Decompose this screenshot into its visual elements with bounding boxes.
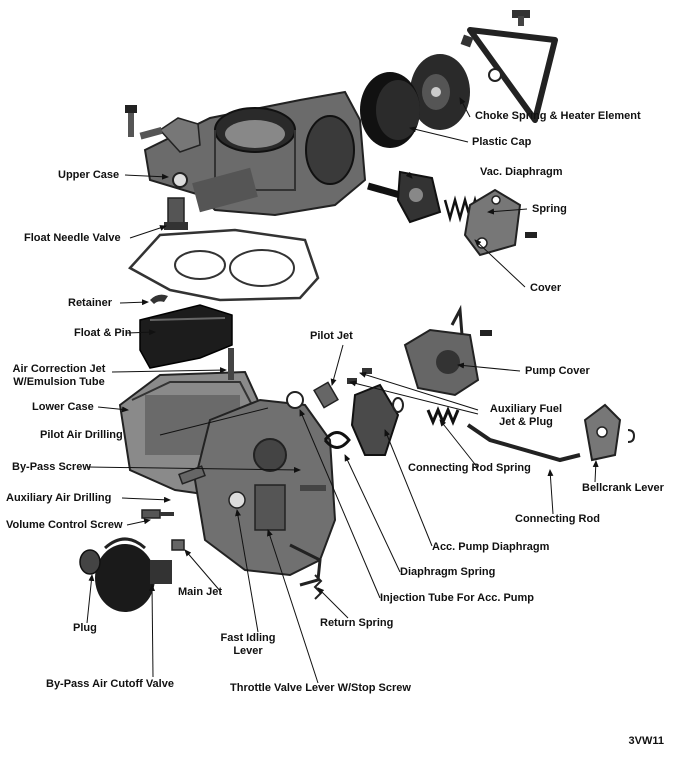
label-bellcrank-lever: Bellcrank Lever [582, 482, 664, 494]
label-air-correction-jet: Air Correction Jet W/Emulsion Tube [6, 363, 112, 389]
label-throttle-valve-lever: Throttle Valve Lever W/Stop Screw [230, 682, 411, 694]
pump-cover [403, 304, 480, 397]
cover-screw [525, 232, 537, 238]
label-fast-idling-lever: Fast Idling Lever [213, 632, 283, 658]
label-return-spring: Return Spring [320, 617, 394, 629]
pilot-jet [313, 381, 339, 409]
connecting-rod-spring [426, 406, 460, 426]
choke-spring-heater [410, 54, 470, 130]
label-vac-diaphragm: Vac. Diaphragm [480, 166, 563, 178]
label-bypass-screw: By-Pass Screw [12, 461, 91, 473]
main-jet [171, 539, 185, 551]
return-spring-coil [313, 574, 323, 600]
float-needle-valve [164, 197, 188, 230]
label-acc-pump-diaphragm: Acc. Pump Diaphragm [432, 541, 550, 553]
upper-case-screw [125, 105, 137, 137]
bypass-screw [178, 465, 206, 485]
small-nut [460, 34, 474, 48]
connecting-rod [466, 423, 581, 463]
label-plastic-cap: Plastic Cap [472, 136, 532, 148]
label-lower-case: Lower Case [32, 401, 94, 413]
float [139, 304, 233, 369]
bypass-air-cutoff-valve [95, 537, 172, 612]
plug [79, 549, 101, 575]
label-spring: Spring [532, 203, 567, 215]
label-plug: Plug [73, 622, 97, 634]
upper-case-stud [139, 126, 163, 140]
label-retainer: Retainer [68, 297, 113, 309]
label-choke-spring: Choke Spring & Heater Element [475, 110, 641, 122]
label-bypass-air-cutoff-valve: By-Pass Air Cutoff Valve [46, 678, 174, 690]
pump-cover-screw [480, 330, 492, 336]
label-fast-idling-line1: Fast Idling [220, 632, 276, 644]
label-main-jet: Main Jet [178, 586, 223, 598]
label-pilot-air-drilling: Pilot Air Drilling [40, 429, 123, 441]
gasket [128, 228, 320, 302]
air-correction-jet [228, 348, 234, 380]
label-connecting-rod-spring: Connecting Rod Spring [408, 462, 531, 474]
label-volume-control-screw: Volume Control Screw [6, 519, 123, 531]
label-auxiliary-fuel-line1: Auxiliary Fuel [489, 403, 563, 415]
label-auxiliary-fuel-jet: Auxiliary Fuel Jet & Plug [478, 403, 574, 429]
throttle-stop-screw [300, 485, 326, 491]
label-fast-idling-line2: Lever [233, 645, 263, 657]
label-connecting-rod: Connecting Rod [515, 513, 600, 525]
figure-id: 3VW11 [628, 735, 664, 747]
label-pilot-jet: Pilot Jet [310, 330, 353, 342]
bellcrank-clip [627, 429, 636, 443]
label-auxiliary-fuel-line2: Jet & Plug [499, 416, 553, 428]
diaphragm-spring [323, 431, 351, 449]
cover [463, 188, 522, 257]
label-float-needle-valve: Float Needle Valve [24, 232, 121, 244]
label-upper-case: Upper Case [58, 169, 120, 181]
vac-diaphragm [367, 170, 442, 224]
upper-case [143, 90, 367, 217]
plastic-cap [360, 72, 420, 148]
label-auxiliary-air-drilling: Auxiliary Air Drilling [6, 492, 112, 504]
label-air-correction-jet-line2: W/Emulsion Tube [13, 376, 105, 388]
throttle-body [193, 391, 337, 587]
label-float-pin: Float & Pin [74, 327, 132, 339]
label-air-correction-jet-line1: Air Correction Jet [12, 363, 106, 375]
label-diaphragm-spring: Diaphragm Spring [400, 566, 496, 578]
label-pump-cover: Pump Cover [525, 365, 590, 377]
label-injection-tube: Injection Tube For Acc. Pump [380, 592, 535, 604]
leader-lines [86, 97, 599, 684]
gasket-screw [512, 10, 530, 26]
volume-control-screw [141, 509, 174, 519]
acc-pump-diaphragm [350, 383, 400, 456]
choke-gasket [467, 27, 558, 123]
label-cover: Cover [530, 282, 562, 294]
bellcrank-lever [583, 403, 622, 462]
retainer [150, 294, 168, 304]
pump-ring [392, 397, 404, 413]
